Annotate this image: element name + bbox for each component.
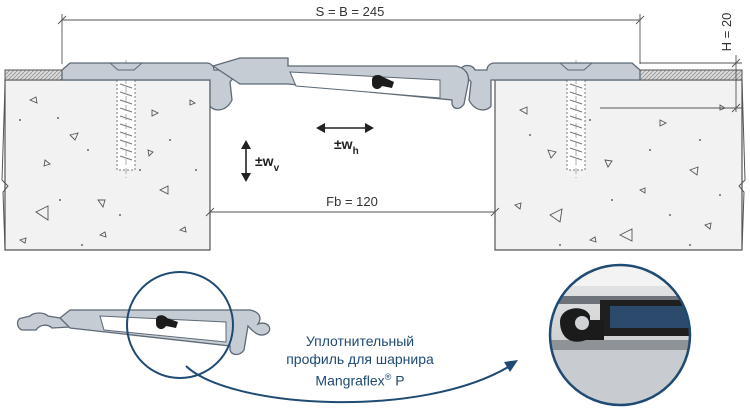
seal-caption-mark: ®: [384, 372, 392, 382]
dimension-gap-label: Fb = 120: [326, 194, 378, 209]
seal-caption-brand: Mangraflex: [315, 372, 385, 389]
detail-magnifier-ring: [126, 271, 234, 379]
seal-caption-suffix: P: [391, 372, 405, 389]
detail-connector-arrow: [185, 365, 511, 404]
countersink-right: [559, 62, 593, 71]
dimension-gap: [205, 207, 500, 217]
movement-vertical-arrow: [241, 140, 251, 182]
movement-horizontal-label: ±wh: [334, 136, 359, 157]
dimension-height: [600, 55, 742, 113]
anchor-screw-left: [116, 60, 136, 178]
concrete-dots: [19, 117, 721, 246]
sliding-plate-slot: [289, 71, 441, 99]
dimension-height-label: H = 20: [719, 13, 734, 52]
seal-caption: Уплотнительный профиль для шарнира Mangr…: [260, 332, 460, 390]
countersink-left: [109, 62, 143, 71]
seal-caption-line2: профиль для шарнира: [286, 351, 434, 367]
seal-caption-line3: Mangraflex® P: [260, 368, 460, 390]
movement-horizontal-arrow: [316, 123, 374, 133]
concrete-left: [1, 79, 211, 251]
seal-photo-zoom: [550, 265, 690, 405]
seal-profile: [372, 75, 394, 90]
movement-vertical-label: ±wv: [255, 153, 280, 174]
seal-photo-ring: [548, 263, 692, 407]
dimension-overall-width: [57, 14, 645, 64]
detail-profile: [16, 309, 271, 356]
dimension-overall-label: S = B = 245: [316, 4, 385, 19]
concrete-aggregate: [18, 96, 727, 244]
detail-connector-arrowhead: [504, 360, 518, 372]
seal-caption-line1: Уплотнительный: [305, 333, 415, 349]
